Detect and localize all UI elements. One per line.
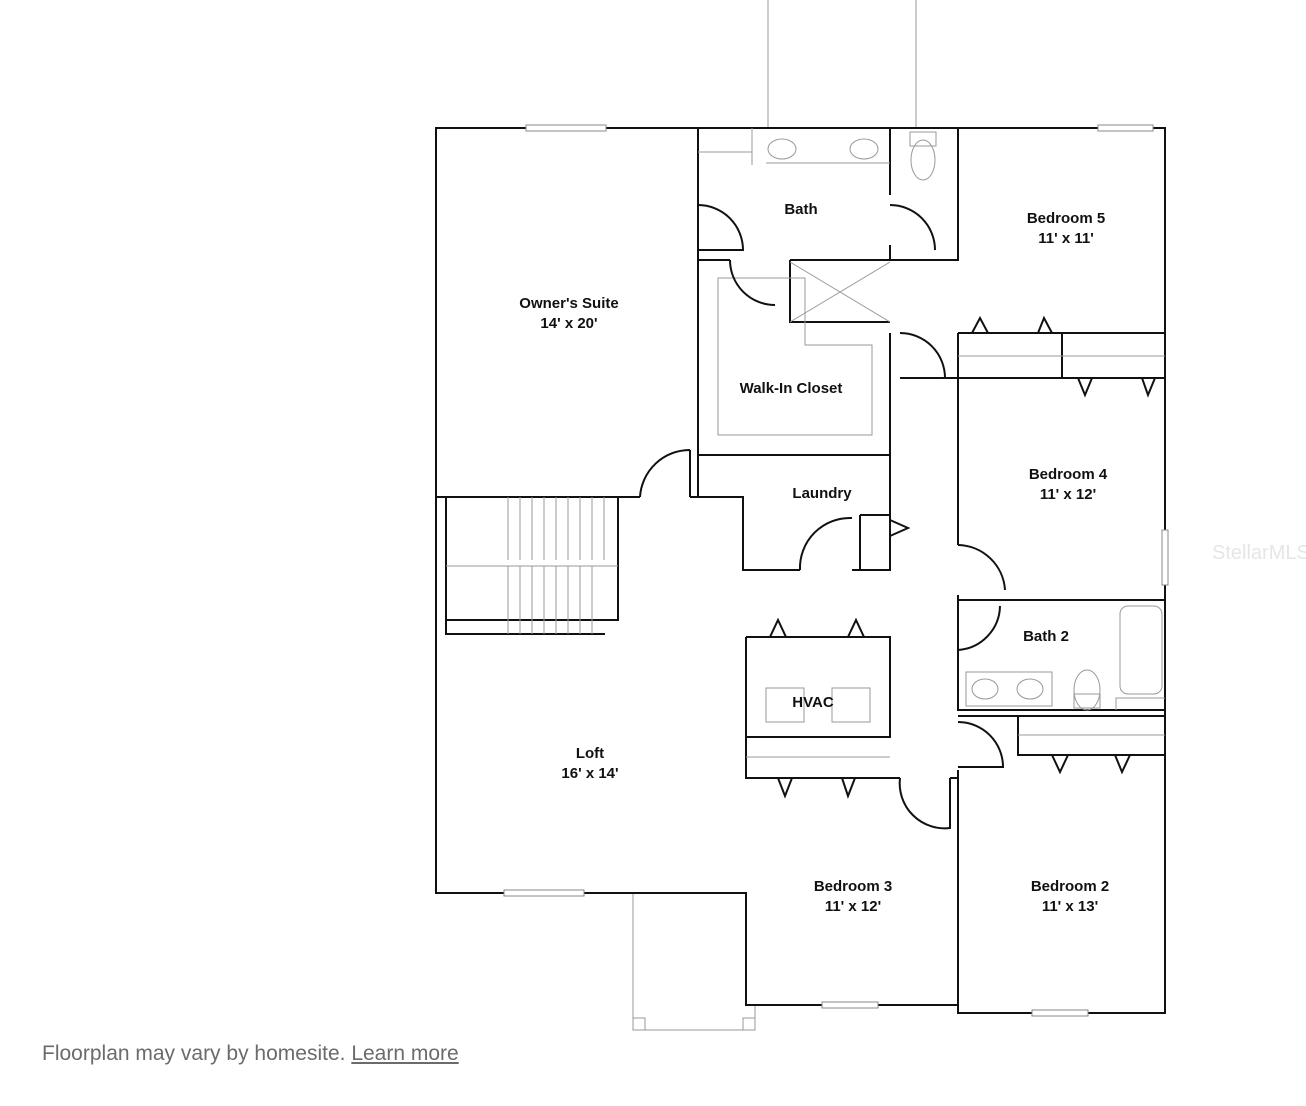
room-name-hvac: HVAC (792, 694, 834, 711)
room-name-owners-suite: Owner's Suite (519, 295, 618, 312)
floorplan-disclaimer: Floorplan may vary by homesite. Learn mo… (42, 1042, 459, 1066)
room-size-bedroom-4: 11' x 12' (1040, 486, 1096, 503)
watermark: StellarMLS (1212, 542, 1306, 564)
room-name-laundry: Laundry (792, 485, 852, 502)
room-name-bath: Bath (784, 201, 817, 218)
room-name-bedroom-4: Bedroom 4 (1029, 466, 1108, 483)
disclaimer-text: Floorplan may vary by homesite. (42, 1042, 346, 1065)
room-size-bedroom-2: 11' x 13' (1042, 898, 1098, 915)
room-size-owners-suite: 14' x 20' (540, 315, 597, 332)
doors (639, 204, 1156, 830)
room-name-bedroom-3: Bedroom 3 (814, 878, 892, 895)
windows (503, 124, 1169, 1017)
learn-more-link[interactable]: Learn more (351, 1042, 459, 1065)
room-name-loft: Loft (576, 745, 604, 762)
guide-lines (632, 0, 917, 1031)
room-size-loft: 16' x 14' (561, 765, 618, 782)
room-size-bedroom-3: 11' x 12' (825, 898, 881, 915)
room-name-bath-2: Bath 2 (1023, 628, 1069, 645)
room-name-walk-in-closet: Walk-In Closet (740, 380, 843, 397)
fixtures (446, 128, 1165, 758)
interior-walls (436, 128, 1165, 1005)
room-name-bedroom-2: Bedroom 2 (1031, 878, 1109, 895)
room-name-bedroom-5: Bedroom 5 (1027, 210, 1105, 227)
room-size-bedroom-5: 11' x 11' (1038, 230, 1094, 247)
room-labels: Owner's Suite 14' x 20' Bath Walk-In Clo… (519, 201, 1109, 915)
